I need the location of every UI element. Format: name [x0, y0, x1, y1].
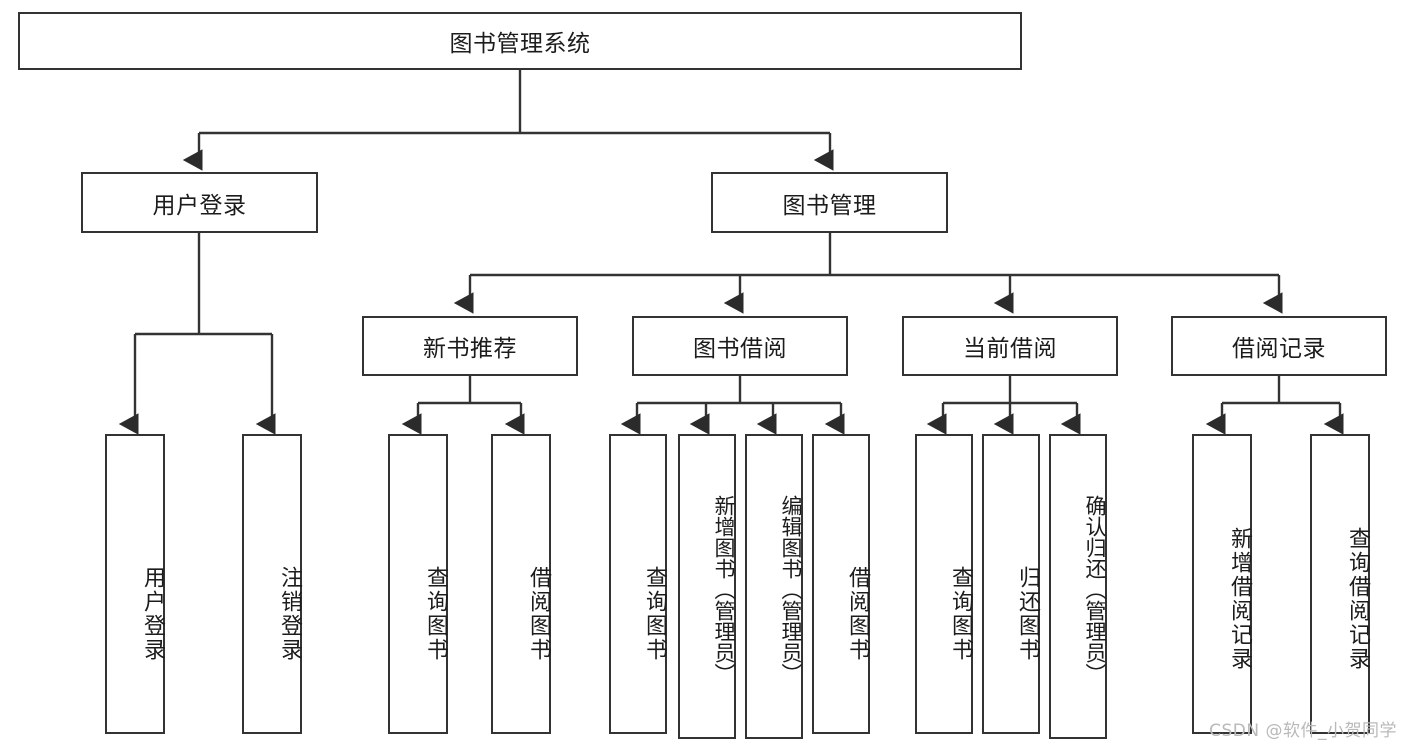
node-new-book-recommend[interactable]: 新书推荐	[362, 316, 578, 376]
node-book-management-label: 图书管理	[782, 192, 877, 219]
leaf-borrow-query-book[interactable]: 查询图书	[609, 434, 667, 734]
leaf-borrow-lend-book-label: 借阅图书	[845, 566, 870, 662]
leaf-borrow-add-book-admin[interactable]: 新增图书（管理员）	[678, 434, 736, 739]
leaf-borrow-add-book-admin-label: 新增图书（管理员）	[712, 494, 736, 684]
leaf-record-query-record-label: 查询借阅记录	[1345, 527, 1370, 671]
leaf-current-return-book-label: 归还图书	[1015, 566, 1040, 662]
leaf-borrow-query-book-label: 查询图书	[642, 566, 667, 662]
node-root-label: 图书管理系统	[449, 31, 591, 57]
leaf-borrow-edit-book-admin-label: 编辑图书（管理员）	[779, 494, 803, 684]
leaf-record-add-record[interactable]: 新增借阅记录	[1192, 434, 1252, 734]
leaf-user-logout-label: 注销登录	[277, 566, 302, 662]
node-user-login[interactable]: 用户登录	[81, 172, 318, 233]
node-current-borrow-label: 当前借阅	[963, 336, 1057, 362]
node-current-borrow[interactable]: 当前借阅	[902, 316, 1118, 376]
leaf-newbook-query-book-label: 查询图书	[423, 566, 448, 662]
leaf-current-return-book[interactable]: 归还图书	[982, 434, 1040, 734]
node-borrow-record[interactable]: 借阅记录	[1171, 316, 1387, 376]
leaf-current-query-book[interactable]: 查询图书	[915, 434, 973, 734]
node-new-book-recommend-label: 新书推荐	[423, 336, 517, 362]
leaf-borrow-edit-book-admin[interactable]: 编辑图书（管理员）	[745, 434, 803, 739]
node-borrow-record-label: 借阅记录	[1232, 336, 1326, 362]
leaf-borrow-lend-book[interactable]: 借阅图书	[812, 434, 870, 734]
leaf-current-confirm-return-admin[interactable]: 确认归还（管理员）	[1049, 434, 1107, 739]
leaf-user-logout[interactable]: 注销登录	[242, 434, 302, 734]
node-book-management[interactable]: 图书管理	[711, 172, 948, 233]
leaf-record-add-record-label: 新增借阅记录	[1227, 527, 1252, 671]
leaf-newbook-borrow-book[interactable]: 借阅图书	[491, 434, 551, 734]
leaf-newbook-query-book[interactable]: 查询图书	[388, 434, 448, 734]
node-root[interactable]: 图书管理系统	[18, 12, 1022, 70]
leaf-current-query-book-label: 查询图书	[948, 566, 973, 662]
leaf-current-confirm-return-admin-label: 确认归还（管理员）	[1083, 494, 1107, 684]
node-user-login-label: 用户登录	[152, 192, 247, 219]
leaf-user-login-label: 用户登录	[140, 566, 165, 662]
node-book-borrow-label: 图书借阅	[693, 336, 787, 362]
leaf-newbook-borrow-book-label: 借阅图书	[526, 566, 551, 662]
leaf-user-login[interactable]: 用户登录	[105, 434, 165, 734]
csdn-watermark: CSDN @软件_小贺同学	[1209, 721, 1397, 741]
leaf-record-query-record[interactable]: 查询借阅记录	[1310, 434, 1370, 734]
node-book-borrow[interactable]: 图书借阅	[632, 316, 848, 376]
